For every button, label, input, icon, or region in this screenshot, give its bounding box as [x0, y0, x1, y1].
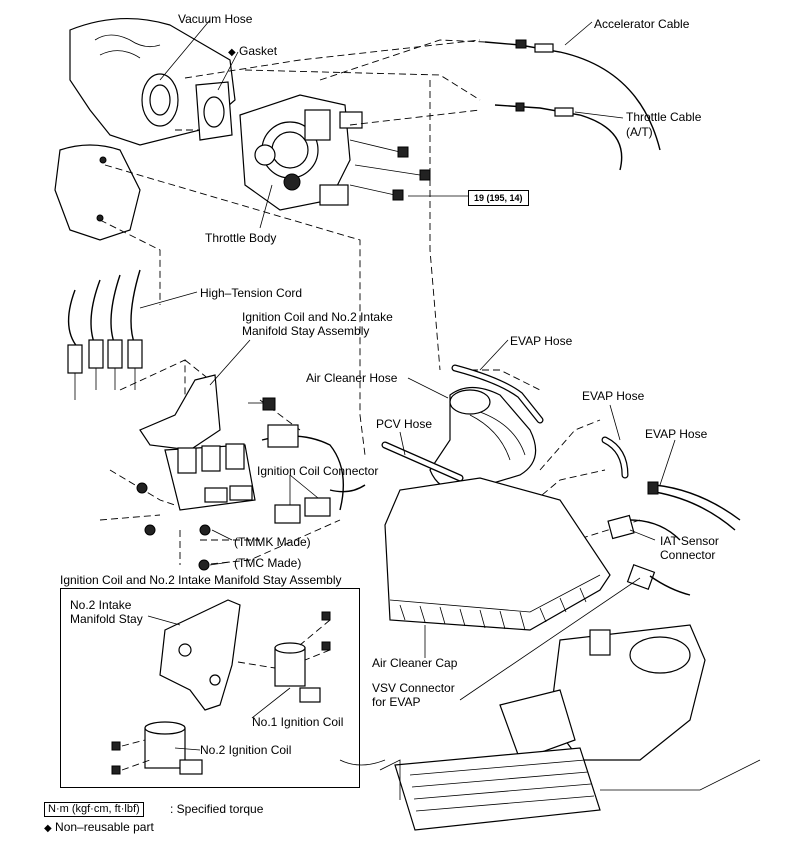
air-cleaner-hose-part [429, 386, 537, 492]
label-no2-ignition-coil: No.2 Ignition Coil [200, 743, 292, 757]
label-iat-sensor-2: Connector [660, 548, 716, 562]
inset-title: Ignition Coil and No.2 Intake Manifold S… [60, 573, 342, 587]
high-tension-cords [67, 269, 143, 400]
label-iat-sensor-1: IAT Sensor [660, 534, 719, 548]
inset-drawing [111, 599, 331, 775]
label-throttle-cable: Throttle Cable [626, 110, 702, 124]
label-ignition-coil-stay-2: Manifold Stay Assembly [242, 324, 370, 338]
label-throttle-cable-at: (A/T) [626, 125, 653, 139]
label-gasket: ◆ Gasket [228, 44, 277, 60]
label-throttle-body: Throttle Body [205, 231, 277, 245]
label-no2-stay-1: No.2 Intake [70, 598, 132, 612]
ignition-coil-assembly [136, 374, 276, 571]
throttle-bolts [349, 139, 431, 201]
hoses [381, 364, 741, 531]
label-evap-hose-2: EVAP Hose [582, 389, 645, 403]
legend-non-reusable-symbol: ◆ [44, 823, 52, 834]
non-reusable-symbol: ◆ [228, 47, 236, 58]
legend-non-reusable-text: Non–reusable part [55, 820, 154, 834]
label-vacuum-hose: Vacuum Hose [178, 12, 253, 26]
leader-lines [139, 19, 676, 701]
label-no1-ignition-coil: No.1 Ignition Coil [252, 715, 344, 729]
cables [484, 39, 661, 171]
engine-block [339, 624, 761, 831]
label-ignition-coil-connector: Ignition Coil Connector [257, 464, 379, 478]
legend-torque-unit: N·m (kgf·cm, ft·lbf) [44, 802, 144, 817]
label-air-cleaner-cap: Air Cleaner Cap [372, 656, 458, 670]
label-tmmk-made: (TMMK Made) [234, 535, 311, 549]
label-vsv-connector-1: VSV Connector [372, 681, 455, 695]
label-tmc-made: (TMC Made) [234, 556, 302, 570]
label-no2-stay-2: Manifold Stay [70, 612, 143, 626]
legend-torque-desc: : Specified torque [170, 802, 264, 816]
label-gasket-text: Gasket [239, 44, 278, 58]
ignition-coil-connector-part [261, 424, 366, 524]
label-vsv-connector-2: for EVAP [372, 695, 421, 709]
throttle-body-part [239, 94, 363, 211]
label-air-cleaner-hose: Air Cleaner Hose [306, 371, 398, 385]
label-evap-hose-1: EVAP Hose [510, 334, 573, 348]
gasket-part [195, 81, 233, 141]
torque-spec-box: 19 (195, 14) [468, 190, 529, 206]
inset-frame [60, 588, 360, 788]
air-cleaner-cap-part [384, 477, 611, 631]
intake-manifold [54, 17, 236, 241]
label-ignition-coil-stay-1: Ignition Coil and No.2 Intake [242, 310, 393, 324]
label-evap-hose-3: EVAP Hose [645, 427, 708, 441]
label-pcv-hose: PCV Hose [376, 417, 433, 431]
connectors-right [607, 514, 691, 596]
label-high-tension-cord: High–Tension Cord [200, 286, 303, 300]
label-accelerator-cable: Accelerator Cable [594, 17, 690, 31]
legend-non-reusable: ◆ Non–reusable part [44, 820, 154, 836]
